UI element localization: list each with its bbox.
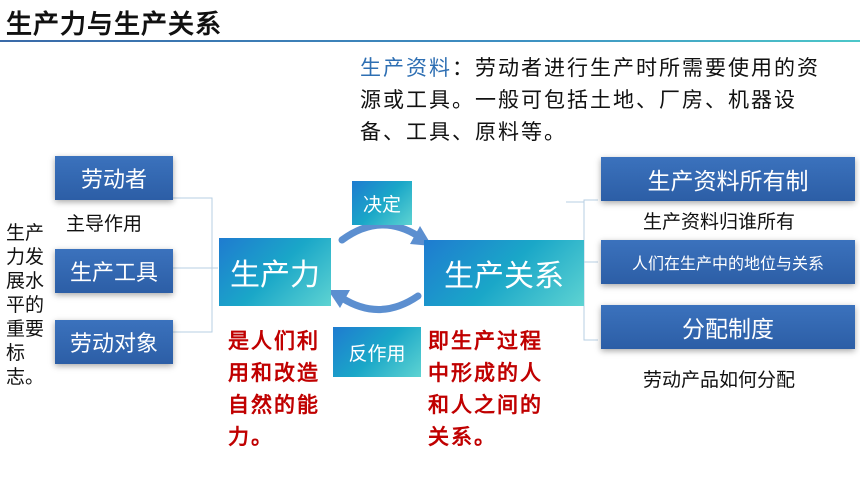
definition-paragraph: 生产资料：劳动者进行生产时所需要使用的资源或工具。一般可包括土地、厂房、机器设备… xyxy=(360,52,836,148)
production-tools-box: 生产工具 xyxy=(55,249,173,293)
ownership-caption: 生产资料归谁所有 xyxy=(643,211,796,233)
productivity-description: 是人们利用和改造自然的能力。 xyxy=(228,329,320,449)
position-box: 人们在生产中的地位与关系 xyxy=(601,240,855,284)
cycle-arrows xyxy=(338,221,422,313)
distribution-box: 分配制度 xyxy=(601,305,855,349)
relations-description: 即生产过程中形成的人和人之间的关系。 xyxy=(428,329,543,449)
productivity-box: 生产力 xyxy=(219,238,331,306)
definition-text: ：劳动者进行生产时所需要使用的资源或工具。一般可包括土地、厂房、机器设备、工具、… xyxy=(360,56,820,144)
labor-object-box: 劳动对象 xyxy=(55,320,173,364)
definition-term: 生产资料 xyxy=(360,56,452,80)
ownership-box: 生产资料所有制 xyxy=(601,157,855,201)
production-relations-box: 生产关系 xyxy=(424,240,584,306)
development-level-note: 生产力发展水平的重要标志。 xyxy=(6,222,45,388)
reaction-label: 反作用 xyxy=(333,327,421,377)
page-title: 生产力与生产关系 xyxy=(6,10,223,40)
distribution-caption: 劳动产品如何分配 xyxy=(643,369,796,391)
leading-role-caption: 主导作用 xyxy=(66,213,143,235)
labor-box: 劳动者 xyxy=(55,156,173,200)
title-divider xyxy=(0,40,860,42)
decides-label: 决定 xyxy=(352,181,412,225)
